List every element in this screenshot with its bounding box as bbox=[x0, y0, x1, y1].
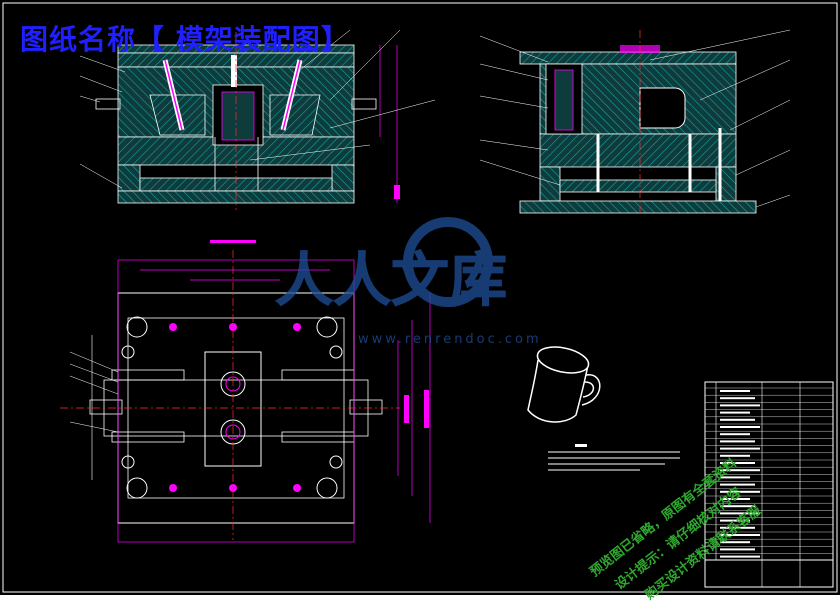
title-block-cell-mark bbox=[720, 505, 755, 508]
title-block-cell-mark bbox=[720, 526, 755, 529]
title-block-cell-mark bbox=[720, 433, 750, 436]
title-block-cell-mark bbox=[720, 476, 750, 479]
title-block-cell-mark bbox=[720, 548, 755, 551]
title-block-cell-mark bbox=[720, 404, 760, 407]
title-block-cell-mark bbox=[720, 498, 750, 500]
title-block-cell-mark bbox=[720, 519, 750, 522]
watermark: 人人文库 www.renrendoc.com bbox=[275, 217, 542, 347]
side-section-view bbox=[479, 29, 791, 215]
title-block-cell-mark bbox=[720, 397, 755, 400]
title-block bbox=[704, 381, 834, 588]
title-block-cell-mark bbox=[720, 447, 760, 450]
title-block-cell-mark bbox=[720, 555, 760, 558]
title-block-cell-mark bbox=[720, 541, 750, 544]
plan-view bbox=[60, 240, 431, 543]
title-block-cell-mark bbox=[720, 411, 750, 414]
title-block-cell-mark bbox=[720, 426, 760, 428]
title-block-cell-mark bbox=[720, 512, 760, 515]
front-section-view bbox=[79, 29, 436, 210]
title-block-cell-mark bbox=[720, 490, 760, 493]
watermark-url: www.renrendoc.com bbox=[358, 332, 542, 347]
drawing-title: 图纸名称【 模架装配图】 bbox=[20, 23, 350, 56]
title-block-cell-mark bbox=[720, 462, 755, 464]
title-block-cell-mark bbox=[720, 418, 755, 421]
title-block-cell-mark bbox=[720, 390, 750, 392]
title-block-cell-mark bbox=[720, 483, 755, 486]
title-block-cell-mark bbox=[720, 469, 760, 472]
technical-notes bbox=[548, 444, 680, 471]
title-block-cell-mark bbox=[720, 440, 755, 443]
watermark-logo-text: 人人文库 bbox=[275, 246, 507, 314]
title-block-cell-mark bbox=[720, 454, 750, 457]
product-3d-view bbox=[527, 346, 601, 423]
sheet-border bbox=[2, 2, 838, 593]
title-block-cell-mark bbox=[720, 534, 760, 536]
